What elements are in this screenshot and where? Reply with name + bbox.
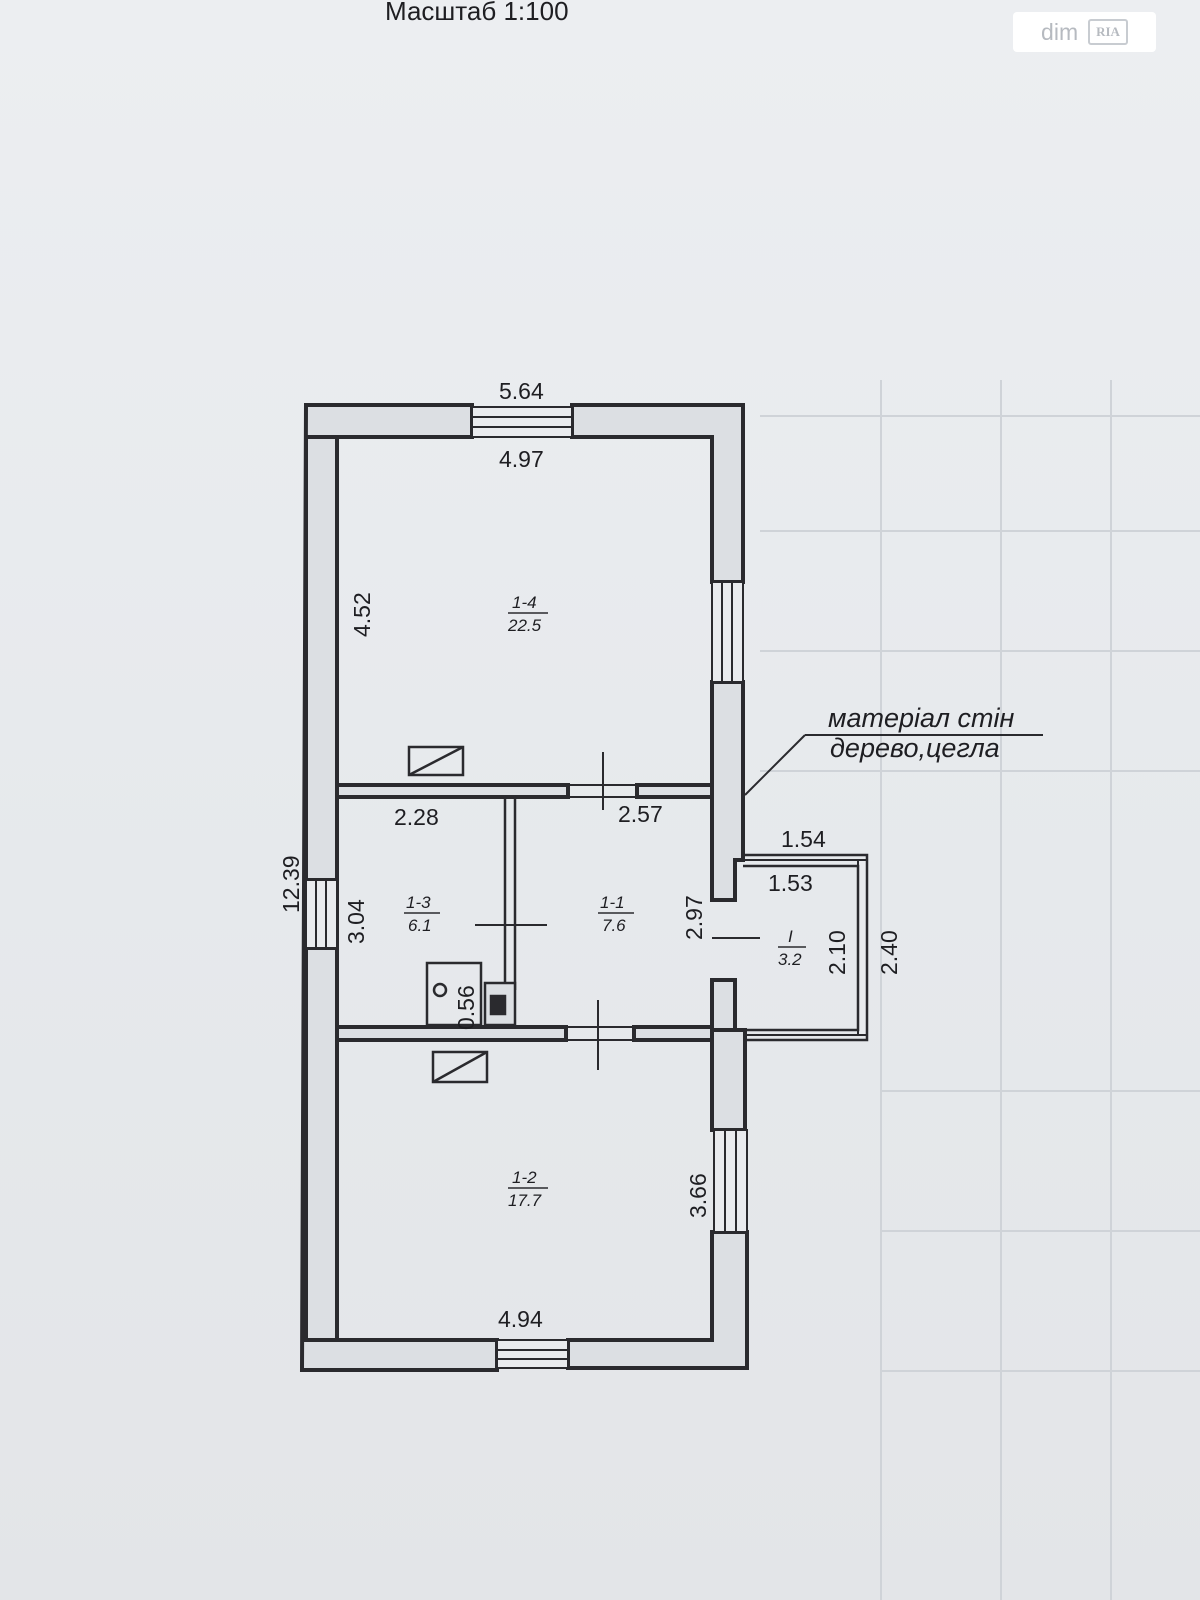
room-label-porch: I 3.2 xyxy=(778,927,806,969)
window-right-lower xyxy=(713,1129,748,1233)
dim-overall-width: 5.64 xyxy=(499,378,544,404)
dim-room-1-2-width: 4.94 xyxy=(498,1306,543,1332)
outer-wall xyxy=(710,1028,747,1132)
dim-stove: 0.56 xyxy=(453,985,479,1030)
partition-wall xyxy=(632,1025,714,1042)
dim-room-1-4-width: 4.97 xyxy=(499,446,544,472)
sink-icon xyxy=(425,961,483,1027)
stove-symbols xyxy=(407,745,517,1084)
outer-wall xyxy=(570,403,745,584)
dim-room-1-2-length: 3.66 xyxy=(685,1173,711,1218)
room-id: 1-1 xyxy=(600,893,625,912)
dim-room-1-3-length: 3.04 xyxy=(343,899,369,944)
room-label-1-2: 1-2 17.7 xyxy=(508,1168,548,1210)
watermark: dim RIA xyxy=(1013,12,1156,52)
partition-wall xyxy=(335,1025,568,1042)
window-top xyxy=(471,406,573,438)
ria-logo: RIA xyxy=(1088,19,1128,45)
dim-porch-inner-width: 1.53 xyxy=(768,870,813,896)
room-id: 1-3 xyxy=(406,893,431,912)
table-grid-line xyxy=(760,415,1200,417)
dim-room-1-4-length: 4.52 xyxy=(349,592,375,637)
table-grid-line xyxy=(1000,380,1002,1600)
leader-line xyxy=(744,734,806,796)
room-id: 1-2 xyxy=(512,1168,537,1187)
dim-room-1-1-length: 2.97 xyxy=(681,895,707,940)
wall-material-note-line-1: матеріал стін xyxy=(828,703,1014,733)
table-grid-line xyxy=(880,1230,1200,1232)
outer-wall xyxy=(304,435,339,882)
scale-title: Масштаб 1:100 xyxy=(385,0,569,26)
table-grid-line xyxy=(760,530,1200,532)
dim-porch-outer-length: 2.40 xyxy=(876,930,902,975)
porch xyxy=(743,853,869,1042)
dim-room-1-3-width: 2.28 xyxy=(394,804,439,830)
thin-partition xyxy=(503,797,517,990)
door-marks xyxy=(475,752,760,1070)
dim-porch-outer-width: 1.54 xyxy=(781,826,826,852)
window-left xyxy=(305,879,338,949)
room-label-1-1: 1-1 7.6 xyxy=(598,893,634,935)
dim-room-1-1-width: 2.57 xyxy=(618,801,663,827)
partition-wall xyxy=(335,783,570,799)
watermark-text: dim xyxy=(1041,18,1079,45)
stove-icon xyxy=(431,1050,489,1084)
outer-wall xyxy=(710,680,745,902)
outer-wall xyxy=(566,1230,749,1370)
dim-overall-length: 12.39 xyxy=(278,855,304,913)
room-id: I xyxy=(788,927,793,946)
window-bottom xyxy=(496,1339,569,1369)
table-grid-line xyxy=(880,1370,1200,1372)
room-label-1-3: 1-3 6.1 xyxy=(404,893,440,935)
room-area: 3.2 xyxy=(778,950,802,969)
room-area: 22.5 xyxy=(507,616,542,635)
dim-porch-inner-length: 2.10 xyxy=(824,930,850,975)
table-grid-line xyxy=(760,770,1200,772)
wall-material-note-line-2: дерево,цегла xyxy=(830,733,1000,763)
partition-wall xyxy=(635,783,714,799)
window-right-upper xyxy=(711,581,744,683)
walls xyxy=(299,403,749,1372)
room-area: 17.7 xyxy=(508,1191,542,1210)
table-grid-line xyxy=(880,1090,1200,1092)
table-grid-line xyxy=(760,650,1200,652)
windows xyxy=(305,406,868,1369)
room-area: 6.1 xyxy=(408,916,432,935)
room-label-1-4: 1-4 22.5 xyxy=(507,593,548,635)
room-id: 1-4 xyxy=(512,593,537,612)
table-grid-line xyxy=(880,380,882,1600)
table-grid-line xyxy=(1110,380,1112,1600)
outer-wall xyxy=(304,946,339,1342)
stove-icon xyxy=(407,745,465,777)
room-area: 7.6 xyxy=(602,916,626,935)
